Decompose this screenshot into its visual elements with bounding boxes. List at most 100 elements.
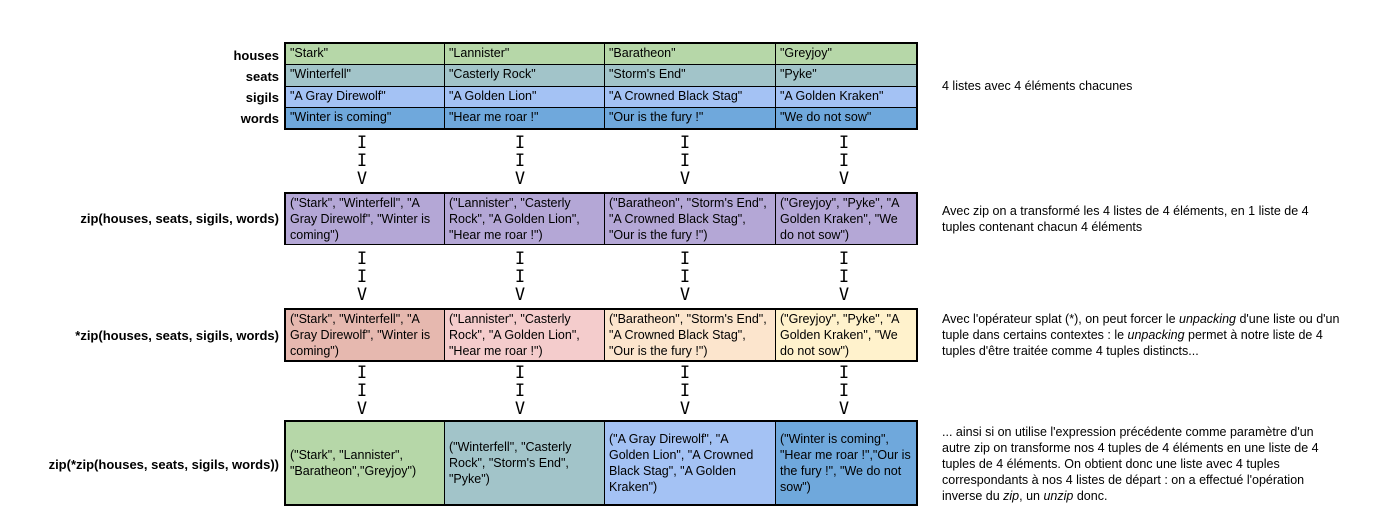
words-cell: "Hear me roar !" [445,107,605,128]
arrow-dash: I [514,267,526,287]
note-unzip-text: donc. [1073,489,1108,503]
note-splat-term: unpacking [1127,328,1185,342]
arrow-head: V [679,169,691,189]
splat-zip-table: ("Stark", "Winterfell", "A Gray Direwolf… [284,308,918,362]
arrow-dash: I [679,381,691,401]
note-splat-term: unpacking [1179,312,1236,326]
note-splat: Avec l'opérateur splat (*), on peut forc… [942,311,1342,359]
houses-cell: "Baratheon" [605,44,776,65]
arrow-dash: I [838,363,850,383]
words-cell: "Our is the fury !" [605,107,776,128]
arrow-dash: I [356,249,368,269]
arrow-dash: I [356,267,368,287]
arrow-dash: I [514,249,526,269]
label-seats: seats [245,69,279,84]
zip-tuple-cell: ("Stark", "Winterfell", "A Gray Direwolf… [286,194,445,244]
houses-cell: "Stark" [286,44,445,65]
arrow-dash: I [356,151,368,171]
seats-row: "Winterfell" "Casterly Rock" "Storm's En… [286,65,916,87]
arrow-dash: I [514,363,526,383]
unzip-tuple-cell: ("Winter is coming", "Hear me roar !","O… [776,422,916,504]
arrow-dash: I [679,249,691,269]
arrow-head: V [356,285,368,305]
splat-tuple-cell: ("Greyjoy", "Pyke", "A Golden Kraken", "… [776,310,916,360]
unzip-row: ("Stark", "Lannister", "Baratheon","Grey… [286,422,916,504]
seats-cell: "Storm's End" [605,65,776,86]
arrow-dash: I [514,381,526,401]
arrow-dash: I [514,151,526,171]
seats-cell: "Winterfell" [286,65,445,86]
arrow-dash: I [679,267,691,287]
note-splat-text: d'une liste ou d'un tuple dans certains … [942,312,1340,342]
sigils-cell: "A Golden Kraken" [780,88,884,103]
note-splat-text: permet à notre liste de 4 tuples d'être … [942,328,1323,358]
houses-cell: "Greyjoy" [780,46,832,60]
arrow-head: V [514,399,526,419]
unzip-tuple-cell: ("Stark", "Lannister", "Baratheon","Grey… [286,422,445,504]
arrow-head: V [514,169,526,189]
arrow-head: V [679,285,691,305]
houses-row: "Stark" "Lannister" "Baratheon" "Greyjoy… [286,44,916,66]
seats-cell: "Casterly Rock" [445,65,605,86]
label-houses: houses [233,48,279,63]
arrow-dash: I [356,363,368,383]
label-sigils: sigils [245,90,279,105]
arrow-head: V [838,169,850,189]
label-words: words [240,111,279,126]
sigils-cell: "A Gray Direwolf" [286,86,445,107]
sigils-cell: "A Crowned Black Stag" [605,86,776,107]
arrow-head: V [838,285,850,305]
sigils-cell: "A Golden Lion" [445,86,605,107]
arrow-dash: I [838,133,850,153]
words-cell: "Winter is coming" [286,107,445,128]
arrow-dash: I [356,133,368,153]
arrow-dash: I [356,381,368,401]
splat-zip-row: ("Stark", "Winterfell", "A Gray Direwolf… [286,310,916,360]
zip-row: ("Stark", "Winterfell", "A Gray Direwolf… [286,194,916,244]
arrow-head: V [838,399,850,419]
zip-tuple-cell: ("Greyjoy", "Pyke", "A Golden Kraken", "… [780,196,899,242]
note-unzip-term: unzip [1043,489,1074,503]
arrow-dash: I [838,151,850,171]
arrow-dash: I [679,151,691,171]
arrow-dash: I [679,363,691,383]
zip-tuple-cell: ("Lannister", "Casterly Rock", "A Golden… [445,194,605,244]
note-unzip-term: zip [1003,489,1020,503]
unzip-tuple-cell: ("A Gray Direwolf", "A Golden Lion", "A … [605,422,776,504]
arrow-dash: I [514,133,526,153]
words-row: "Winter is coming" "Hear me roar !" "Our… [286,107,916,128]
arrow-head: V [356,169,368,189]
note-zip: Avec zip on a transformé les 4 listes de… [942,204,1309,234]
lists-table: "Stark" "Lannister" "Baratheon" "Greyjoy… [284,42,918,130]
splat-tuple-cell: ("Stark", "Winterfell", "A Gray Direwolf… [286,310,445,360]
note-lists: 4 listes avec 4 éléments chacunes [942,79,1133,93]
arrow-dash: I [679,133,691,153]
label-unzip: zip(*zip(houses, seats, sigils, words)) [48,457,279,472]
arrow-dash: I [838,249,850,269]
splat-tuple-cell: ("Lannister", "Casterly Rock", "A Golden… [445,310,605,360]
zip-tuple-cell: ("Baratheon", "Storm's End", "A Crowned … [605,194,776,244]
sigils-row: "A Gray Direwolf" "A Golden Lion" "A Cro… [286,86,916,108]
note-unzip: ... ainsi si on utilise l'expression pré… [942,424,1342,504]
note-unzip-text: , un [1019,489,1044,503]
arrow-head: V [679,399,691,419]
arrow-head: V [514,285,526,305]
label-splat-zip: *zip(houses, seats, sigils, words) [75,328,279,343]
label-zip: zip(houses, seats, sigils, words) [80,211,279,226]
arrow-dash: I [838,381,850,401]
seats-cell: "Pyke" [780,67,817,82]
words-cell: "We do not sow" [780,109,872,124]
unzip-tuple-cell: ("Winterfell", "Casterly Rock", "Storm's… [445,422,605,504]
